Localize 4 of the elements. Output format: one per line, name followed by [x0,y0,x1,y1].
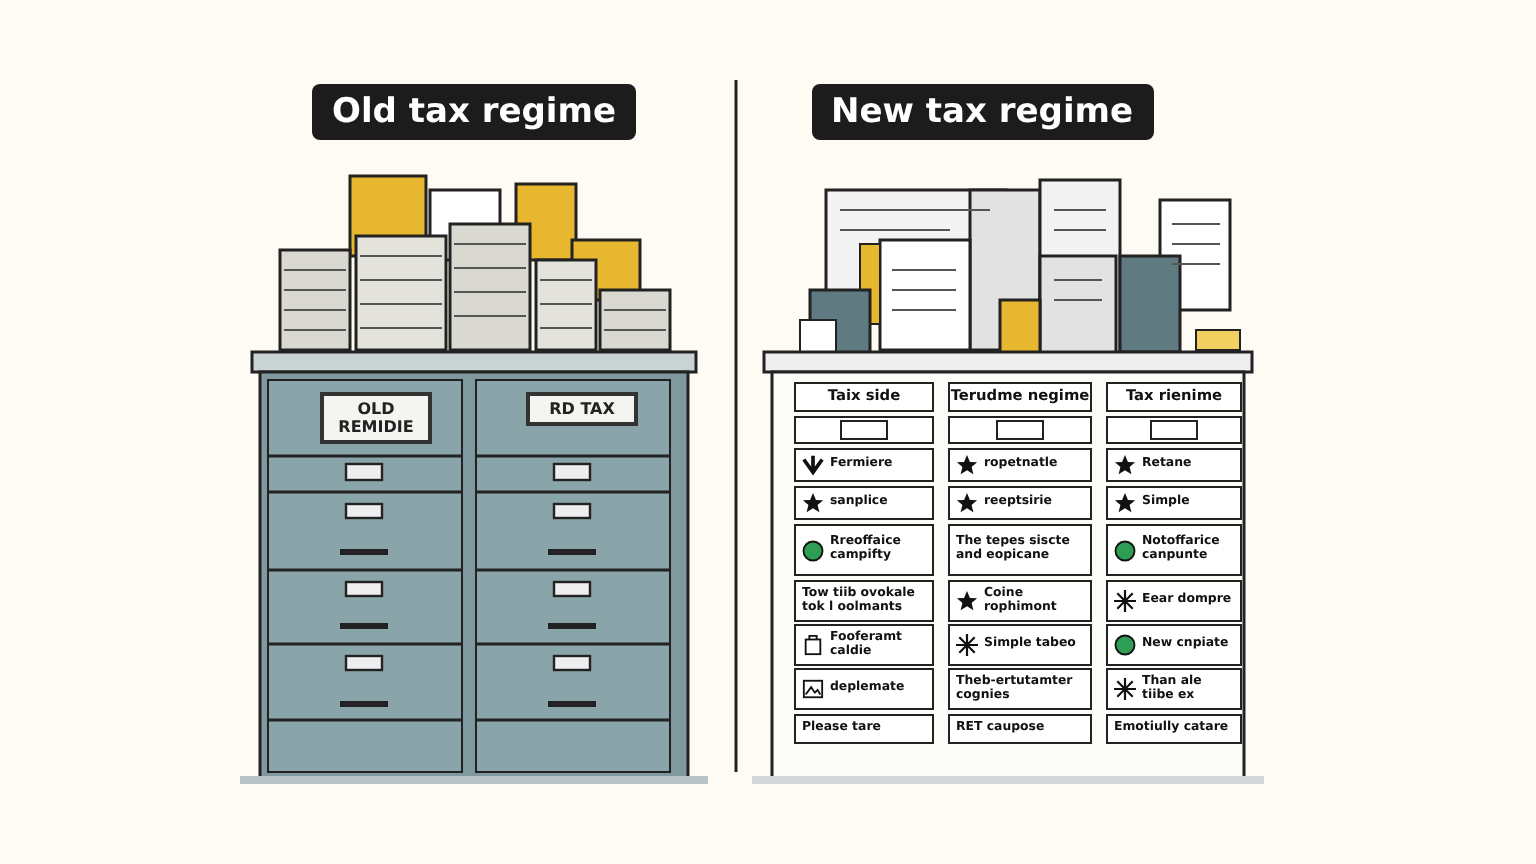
drawer-label: OLD REMIDIE [320,392,432,444]
heading-label: New tax regime [811,84,1154,140]
heading-label: Old tax regime [312,84,637,140]
drawer-label: RD TAX [526,392,638,426]
